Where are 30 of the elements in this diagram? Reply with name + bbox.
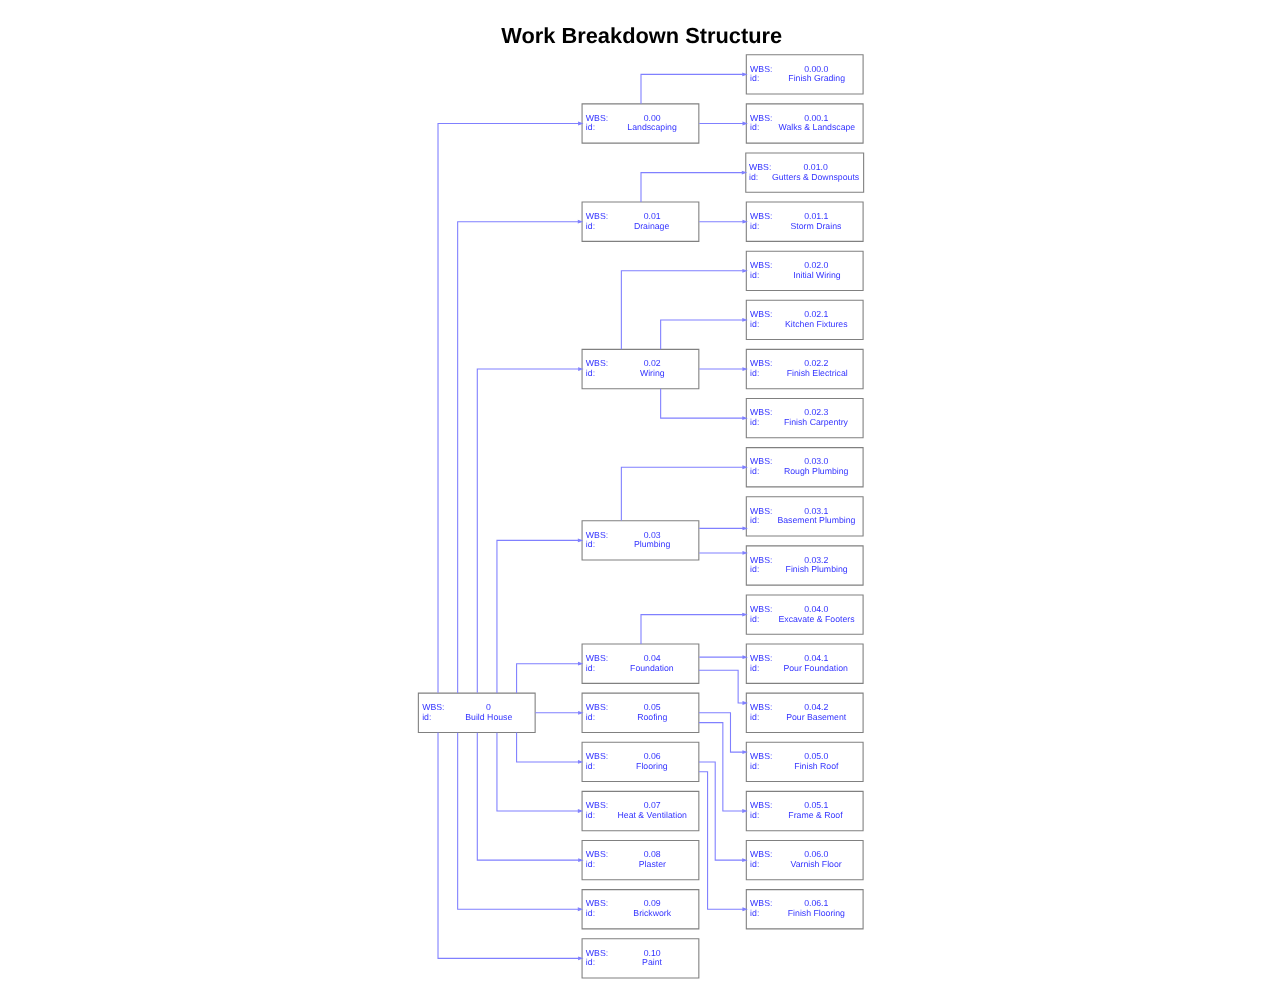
arrow [659, 388, 747, 421]
arrow [436, 731, 583, 961]
diagram-title: Work Breakdown Structure [500, 24, 782, 49]
arrow [697, 761, 747, 863]
arrow [456, 219, 583, 694]
arrow [533, 710, 583, 715]
arrow [697, 722, 747, 813]
arrow [495, 732, 583, 813]
arrow [515, 661, 583, 694]
arrow [697, 526, 747, 531]
arrow [639, 170, 747, 203]
arrow [697, 771, 747, 912]
arrow [475, 732, 583, 863]
arrow [619, 268, 747, 350]
arrow [515, 731, 583, 764]
arrow [697, 367, 747, 371]
arrow [456, 732, 583, 912]
arrow [697, 669, 747, 705]
arrow [475, 367, 583, 694]
arrow [639, 72, 747, 105]
arrow [697, 551, 747, 555]
arrow [697, 219, 747, 224]
arrow [697, 655, 747, 660]
arrow [697, 121, 747, 126]
arrow [495, 538, 583, 694]
arrow [436, 121, 583, 694]
arrow [619, 465, 747, 521]
arrow [659, 318, 747, 350]
arrow [697, 712, 747, 754]
arrow [639, 612, 747, 645]
